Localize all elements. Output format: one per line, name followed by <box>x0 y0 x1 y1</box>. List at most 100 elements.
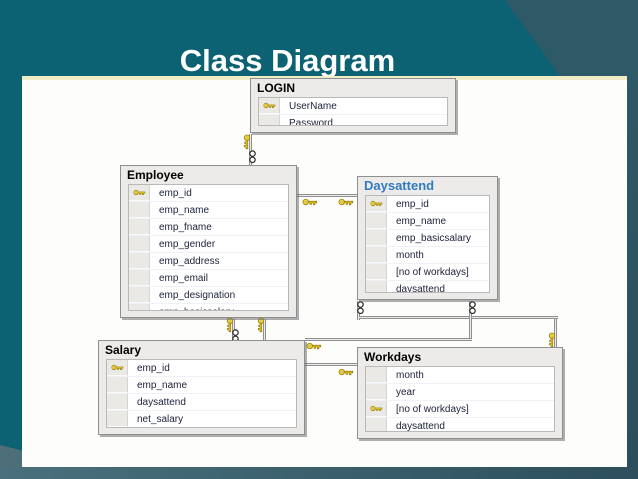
table-row: emp_fname <box>129 219 288 236</box>
key-icon <box>257 317 270 333</box>
icon-cell <box>107 377 128 393</box>
icon-cell <box>129 270 150 286</box>
icon-cell <box>107 411 128 427</box>
right-frame-border <box>627 76 638 479</box>
field-name: daysattend <box>396 283 445 293</box>
icon-cell <box>107 394 128 410</box>
field-name: emp_gender <box>159 238 216 250</box>
table-row: emp_designation <box>129 287 288 304</box>
connector-segment <box>469 301 472 341</box>
connector-segment <box>304 363 358 366</box>
icon-cell <box>129 304 150 310</box>
field-name: [no of workdays] <box>396 403 469 415</box>
many-icon <box>468 301 476 315</box>
field-name: year <box>396 386 416 398</box>
field-name: emp_basicsalary <box>396 232 472 244</box>
icon-cell <box>366 281 387 292</box>
field-name: month <box>396 369 424 381</box>
table-title-salary: Salary <box>105 343 142 357</box>
icon-cell <box>129 219 150 235</box>
key-icon <box>338 368 354 376</box>
many-icon <box>248 150 257 169</box>
key-icon <box>306 337 322 350</box>
field-name: net_salary <box>137 413 184 425</box>
icon-cell <box>366 367 387 383</box>
key-icon <box>243 134 251 150</box>
table-row: emp_address <box>129 253 288 270</box>
field-name: daysattend <box>137 396 186 408</box>
key-icon <box>369 405 382 412</box>
icon-cell <box>129 287 150 303</box>
key-icon <box>226 317 234 333</box>
field-name: emp_name <box>396 215 447 227</box>
icon-cell <box>129 253 150 269</box>
bottom-frame-band <box>0 466 638 479</box>
table-row: emp_id <box>107 360 296 377</box>
table-row: UserName <box>259 98 447 115</box>
field-name: emp_name <box>137 379 188 391</box>
table-row: month <box>366 247 489 264</box>
field-name: month <box>396 249 424 261</box>
icon-cell <box>366 418 387 431</box>
table-row: emp_id <box>129 185 288 202</box>
field-name: emp_id <box>396 198 429 210</box>
table-row: emp_basicsalary <box>129 304 288 311</box>
table-rows-employee: emp_id emp_name emp_fname emp_gender emp_add… <box>128 184 289 311</box>
many-icon <box>356 301 365 320</box>
table-rows-salary: emp_id emp_name daysattend net_salary <box>106 359 297 428</box>
icon-cell <box>366 213 387 229</box>
icon-cell <box>366 230 387 246</box>
table-row: daysattend <box>107 394 296 411</box>
connector-segment <box>358 316 558 319</box>
table-row: Password <box>259 115 447 126</box>
field-name: Password <box>289 117 333 126</box>
key-icon <box>548 332 561 348</box>
table-row: emp_basicsalary <box>366 230 489 247</box>
field-name: emp_fname <box>159 221 212 233</box>
icon-cell <box>129 202 150 218</box>
icon-cell <box>366 384 387 400</box>
field-name: emp_name <box>159 204 210 216</box>
table-row: emp_name <box>366 213 489 230</box>
key-icon <box>110 364 123 371</box>
key-icon <box>306 342 322 350</box>
primary-key-cell <box>366 196 387 212</box>
key-icon <box>302 193 318 206</box>
connector-segment <box>296 194 357 197</box>
field-name: emp_id <box>137 362 170 374</box>
key-icon <box>132 189 145 196</box>
table-row: daysattend <box>366 281 489 293</box>
field-name: [no of workdays] <box>396 266 469 278</box>
many-icon <box>356 301 364 315</box>
primary-key-cell <box>259 98 280 114</box>
key-icon <box>548 332 556 348</box>
icon-cell <box>366 247 387 263</box>
many-icon <box>248 150 256 164</box>
table-row: year <box>366 384 554 401</box>
key-icon <box>369 200 382 207</box>
primary-key-cell <box>366 401 387 417</box>
field-name: emp_basicsalary <box>150 307 234 311</box>
table-row: emp_name <box>129 202 288 219</box>
key-icon <box>338 198 354 206</box>
field-name: emp_address <box>159 255 220 267</box>
field-name: emp_id <box>159 187 192 199</box>
key-icon <box>243 134 256 150</box>
table-row: net_salary <box>107 411 296 427</box>
table-row: month <box>366 367 554 384</box>
many-icon <box>468 301 477 320</box>
table-rows-workdays: month year [no of workdays] daysattend <box>365 366 555 432</box>
table-row: daysattend <box>366 418 554 431</box>
field-name: emp_email <box>159 272 208 284</box>
table-title-daysattend: Daysattend <box>364 178 435 193</box>
table-title-login: LOGIN <box>257 81 295 95</box>
icon-cell <box>259 115 280 125</box>
icon-cell <box>129 236 150 252</box>
field-name: emp_designation <box>159 289 236 301</box>
table-row: [no of workdays] <box>366 401 554 418</box>
